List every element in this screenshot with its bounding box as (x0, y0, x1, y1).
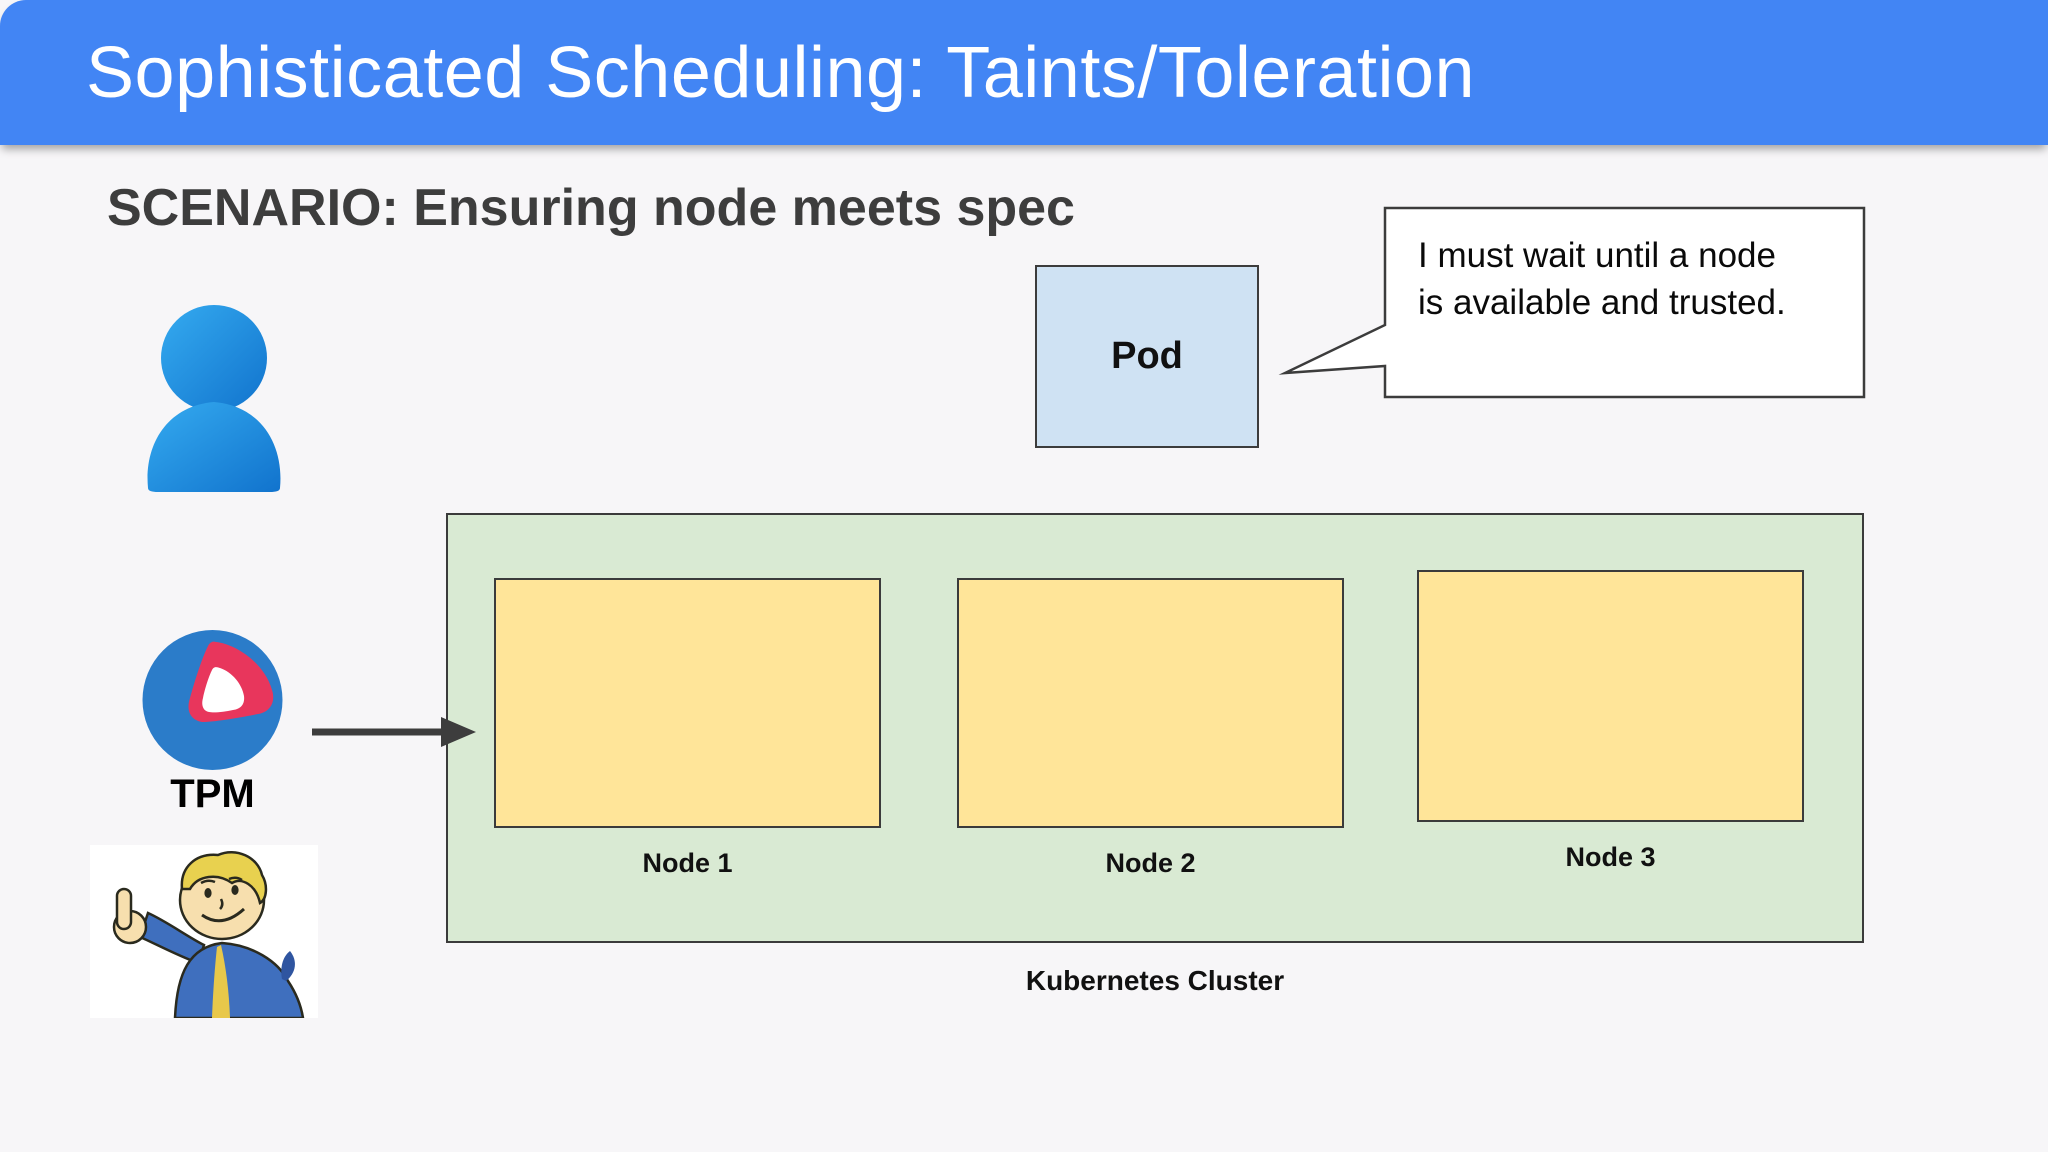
slide-title: Sophisticated Scheduling: Taints/Tolerat… (86, 32, 1476, 113)
header-bar: Sophisticated Scheduling: Taints/Tolerat… (0, 0, 2048, 145)
node-3-label: Node 3 (1565, 842, 1656, 872)
node-1-label: Node 1 (642, 848, 733, 878)
speech-bubble-line-1: I must wait until a node (1418, 236, 1776, 275)
node-2-box (957, 578, 1344, 828)
speech-bubble (1278, 206, 1866, 399)
vault-boy-thumbs-up-image (90, 845, 318, 1018)
speech-bubble-line-2: is available and trusted. (1418, 283, 1786, 322)
pod-box: Pod (1035, 265, 1259, 448)
user-silhouette-icon (147, 305, 281, 492)
right-arrow-icon (312, 717, 476, 747)
pod-label: Pod (1111, 335, 1183, 377)
node-1-box (494, 578, 881, 828)
node-2-label: Node 2 (1105, 848, 1196, 878)
node-3-box (1417, 570, 1804, 822)
kubernetes-cluster-label: Kubernetes Cluster (1025, 965, 1285, 996)
speech-bubble-text: I must wait until a node is available an… (1418, 232, 1858, 326)
tpm-label: TPM (170, 772, 255, 816)
tpm-logo-icon (142, 630, 283, 770)
scenario-subtitle: SCENARIO: Ensuring node meets spec (107, 179, 1075, 237)
